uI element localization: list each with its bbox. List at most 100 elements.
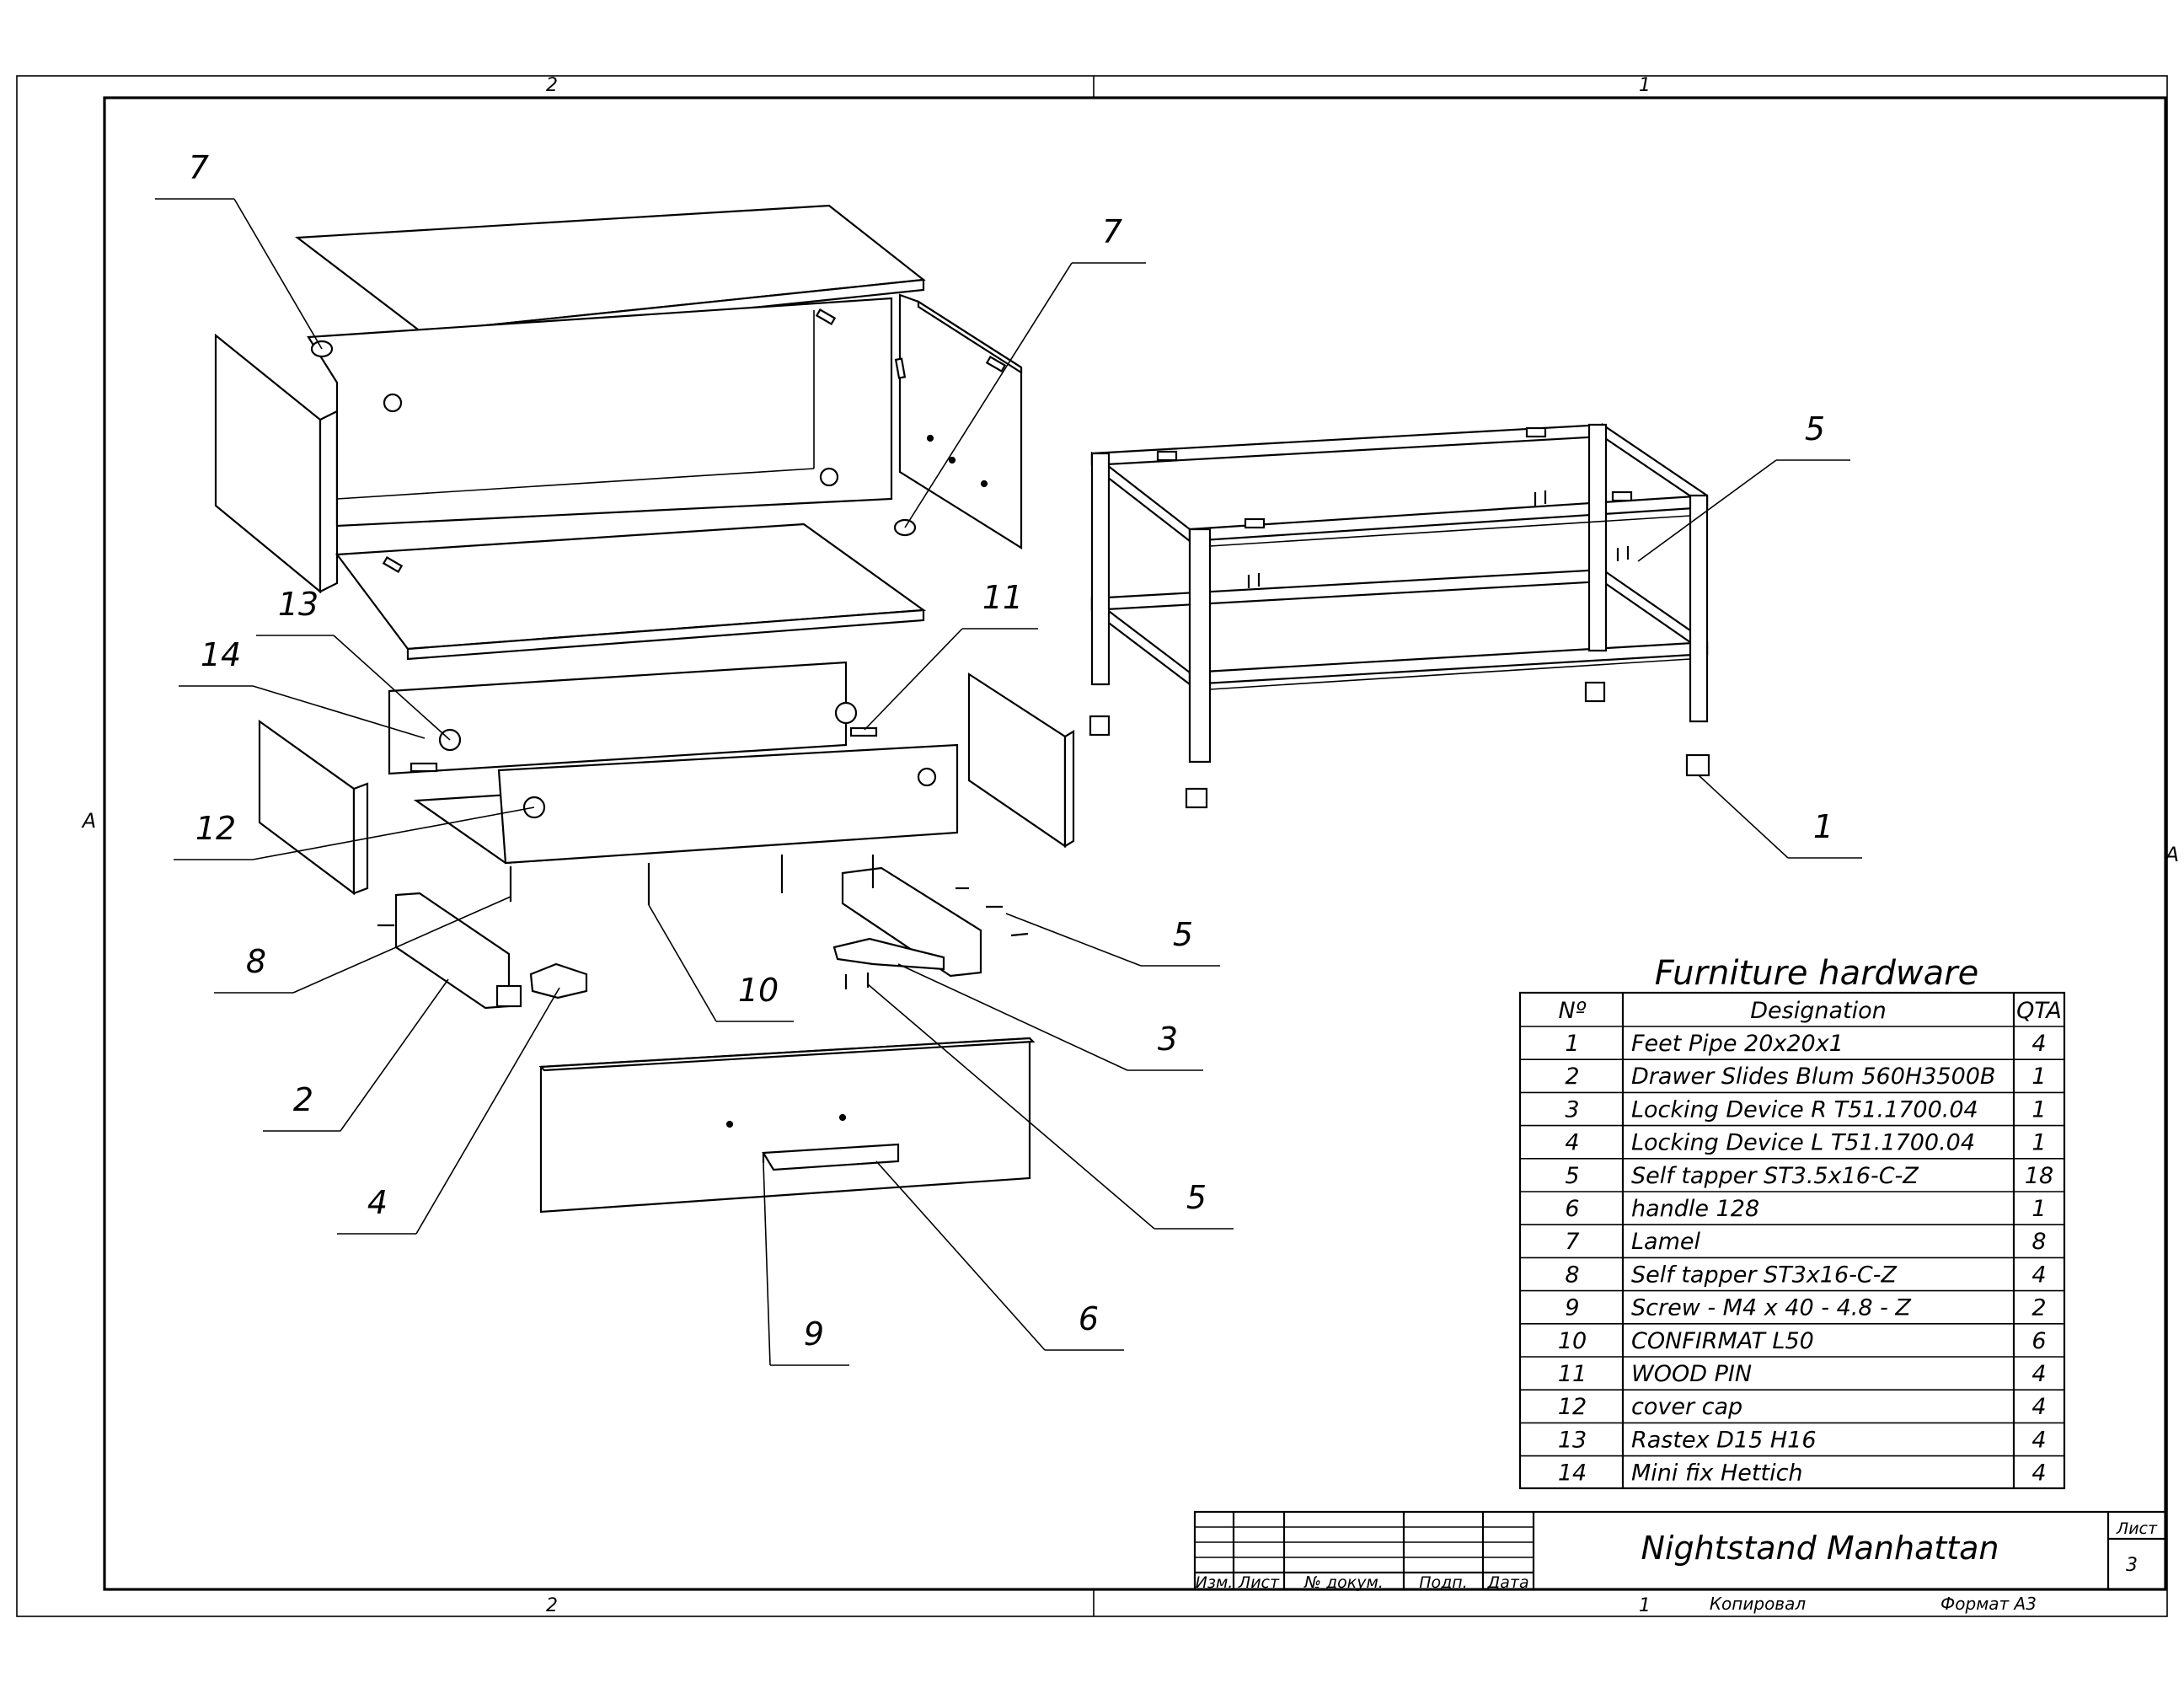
table-cell-designation: Locking Device L T51.1700.04: [1631, 1130, 1975, 1156]
callout-label: 4: [367, 1184, 388, 1221]
table-cell-designation: Screw - M4 x 40 - 4.8 - Z: [1631, 1295, 1911, 1321]
foot-cap: [1685, 753, 1710, 777]
table-cell-no: 1: [1565, 1031, 1579, 1057]
title-col-date: Дата: [1486, 1573, 1528, 1592]
table-header-designation: Designation: [1750, 998, 1887, 1024]
table-cell-qta: 8: [2031, 1229, 2046, 1255]
table-cell-no: 6: [1565, 1196, 1579, 1222]
callout-label: 2: [293, 1081, 313, 1118]
table-cell-designation: Drawer Slides Blum 560H3500B: [1631, 1064, 1995, 1090]
table-cell-designation: Locking Device R T51.1700.04: [1631, 1096, 1978, 1123]
frame-feet: [1089, 681, 1710, 809]
table-header-no: Nº: [1559, 998, 1587, 1024]
table-cell-designation: Lamel: [1631, 1229, 1701, 1255]
bottom-panel: [335, 522, 927, 651]
left-side-panel: [214, 333, 322, 594]
callout-label: 13: [278, 586, 318, 623]
title-col-izm: Изм.: [1196, 1573, 1234, 1592]
table-cell-qta: 1: [2031, 1196, 2046, 1222]
format-label: Формат А3: [1940, 1594, 2037, 1614]
title-block: Изм. Лист № докум. Подп. Дата Nightstand…: [1193, 1510, 2167, 1614]
table-cell-designation: Mini fix Hettich: [1631, 1460, 1803, 1487]
drawing-frame: 2 1 2 1 A A: [16, 75, 2179, 1617]
zone-label-top-left: 2: [546, 75, 558, 96]
callout-label: 12: [195, 810, 236, 847]
callout-label: 3: [1158, 1021, 1178, 1058]
slide-left: [394, 892, 511, 1010]
zone-label-bottom-left: 2: [546, 1595, 558, 1616]
table-cell-no: 14: [1558, 1460, 1587, 1487]
callout-label: 6: [1079, 1300, 1099, 1337]
callout-label: 9: [804, 1316, 824, 1353]
sheet-number: 3: [2126, 1555, 2138, 1576]
handle: [762, 1143, 900, 1171]
table-cell-no: 5: [1565, 1163, 1579, 1189]
table-cell-designation: Feet Pipe 20x20x1: [1631, 1031, 1844, 1057]
metal-frame: [1090, 422, 1709, 764]
table-cell-qta: 4: [2031, 1394, 2046, 1420]
callout-label: 7: [189, 149, 209, 186]
table-cell-no: 9: [1565, 1295, 1579, 1321]
table-cell-designation: CONFIRMAT L50: [1631, 1328, 1814, 1354]
callout-label: 5: [1186, 1179, 1207, 1216]
drawing-title: Nightstand Manhattan: [1641, 1530, 1999, 1567]
table-cell-qta: 1: [2031, 1130, 2046, 1156]
table-cell-qta: 2: [2031, 1295, 2046, 1321]
drawer-front-inner: [497, 743, 959, 865]
table-title: Furniture hardware: [1655, 954, 1978, 993]
right-side-panel-edge: [917, 299, 1023, 375]
table-cell-designation: Self tapper ST3.5x16-C-Z: [1631, 1163, 1919, 1189]
back-panel: [307, 297, 893, 528]
foot-cap: [1185, 787, 1208, 809]
callout-label: 5: [1805, 410, 1825, 447]
callouts: 7 7 5 13 11 14 12 1 8 5 10 3: [155, 149, 1862, 1366]
title-col-doc: № докум.: [1303, 1573, 1384, 1592]
table-cell-qta: 4: [2031, 1262, 2046, 1288]
table-cell-qta: 4: [2031, 1427, 2046, 1453]
cabinet-carcass: [214, 204, 1023, 661]
foot-cap: [1089, 715, 1111, 737]
table-cell-no: 8: [1565, 1262, 1579, 1288]
table-cell-qta: 4: [2031, 1460, 2046, 1487]
bottom-panel-edge: [406, 608, 925, 661]
table-cell-no: 11: [1558, 1361, 1587, 1387]
slide-right: [841, 866, 982, 978]
table-cell-designation: WOOD PIN: [1631, 1361, 1752, 1387]
copied-label: Копировал: [1710, 1594, 1806, 1614]
parts-table: Furniture hardware 1 Feet Pipe 20x20x1 4 2 D…: [1518, 954, 2066, 1490]
frame-leg: [1188, 528, 1212, 764]
table-cell-no: 12: [1558, 1394, 1587, 1420]
zone-label-bottom-right: 1: [1639, 1595, 1651, 1616]
table-cell-qta: 18: [2025, 1163, 2053, 1189]
drawer-front: [538, 1037, 1036, 1214]
foot-cap: [1584, 681, 1606, 703]
frame-leg: [1689, 494, 1709, 723]
table-cell-no: 10: [1558, 1328, 1587, 1354]
frame-leg: [1090, 452, 1111, 686]
table-cell-no: 2: [1565, 1064, 1579, 1090]
locking-device-right: [832, 937, 945, 971]
callout-label: 8: [246, 943, 266, 980]
left-side-panel-edge: [318, 410, 339, 593]
table-cell-no: 13: [1558, 1427, 1587, 1453]
locking-device-left: [529, 962, 588, 999]
drawer-box: [258, 661, 1075, 905]
callout-label: 10: [738, 972, 779, 1009]
table-cell-qta: 1: [2031, 1064, 2046, 1090]
table-cell-no: 3: [1565, 1096, 1579, 1123]
table-cell-designation: handle 128: [1631, 1196, 1759, 1222]
table-cell-qta: 4: [2031, 1361, 2046, 1387]
zone-label-top-right: 1: [1639, 75, 1651, 96]
callout-label: 14: [201, 636, 241, 673]
sheet-label: Лист: [2116, 1519, 2158, 1538]
zone-label-left: A: [81, 809, 96, 833]
table-cell-qta: 6: [2031, 1328, 2046, 1354]
drawer-right-side: [967, 672, 1067, 849]
table-cell-designation: Self tapper ST3x16-C-Z: [1631, 1262, 1898, 1288]
zone-label-right: A: [2164, 843, 2179, 866]
table-cell-no: 7: [1565, 1229, 1579, 1255]
drawer-slides: [377, 855, 1029, 1010]
callout-label: 1: [1813, 808, 1833, 845]
table-cell-qta: 1: [2031, 1096, 2046, 1123]
